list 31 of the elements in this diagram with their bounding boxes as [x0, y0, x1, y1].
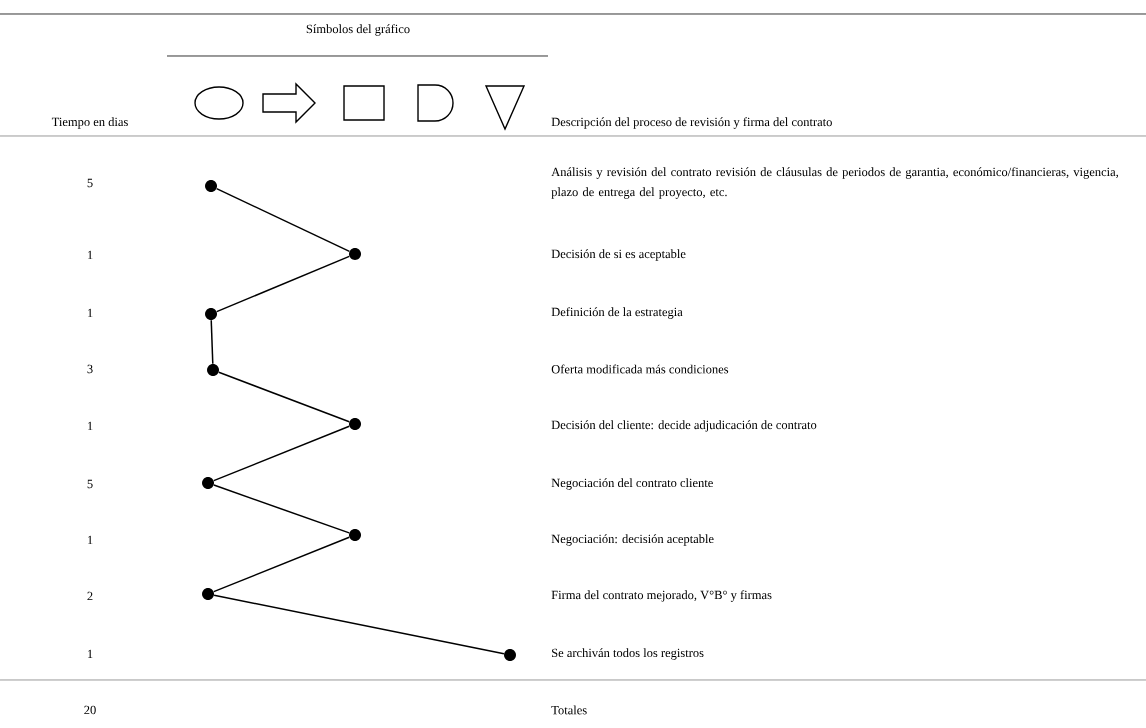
connector-line: [216, 255, 351, 313]
time-value: 5: [87, 479, 93, 489]
step-description: Negociación: decisión aceptable: [551, 534, 714, 546]
connector-line: [215, 187, 351, 253]
total-value: 20: [84, 705, 96, 715]
time-value: 3: [87, 364, 93, 374]
connector-line: [213, 594, 505, 655]
column-heading: Símbolos del gráfico: [306, 24, 410, 36]
time-value: 1: [88, 535, 93, 545]
column-heading: Descripción del proceso de revisión y firma del contrato: [551, 117, 832, 129]
step-description: Análisis y revisión del contrato revisión de cláusulas de periodos de garantia, económico/financieras, vigencia, plazo de entrega del proyecto, etc.: [551, 167, 1118, 199]
connector-line: [213, 536, 350, 593]
connector-line: [213, 425, 350, 482]
time-value: 5: [87, 178, 93, 188]
step-description: Se archiván todos los registros: [552, 648, 704, 660]
connector-line: [210, 319, 214, 365]
step-description: Decisión de si es aceptable: [551, 249, 686, 261]
column-heading: Tiempo en dias: [51, 117, 128, 129]
time-value: 1: [88, 308, 93, 318]
connector-line: [213, 484, 350, 534]
time-value: 1: [88, 250, 93, 260]
time-value: 1: [88, 649, 93, 659]
total-label: Totales: [551, 705, 587, 715]
step-description: Oferta modificada más condiciones: [551, 364, 729, 374]
step-description: Definición de la estrategia: [551, 307, 683, 319]
step-description: Firma del contrato mejorado, V°B° y firmas: [551, 590, 772, 602]
connector-line: [218, 371, 350, 423]
step-description: Negociación del contrato cliente: [551, 478, 713, 490]
time-value: 1: [88, 421, 93, 431]
time-value: 2: [87, 591, 93, 601]
step-description: Decisión del cliente: decide adjudicación de contrato: [551, 420, 817, 432]
